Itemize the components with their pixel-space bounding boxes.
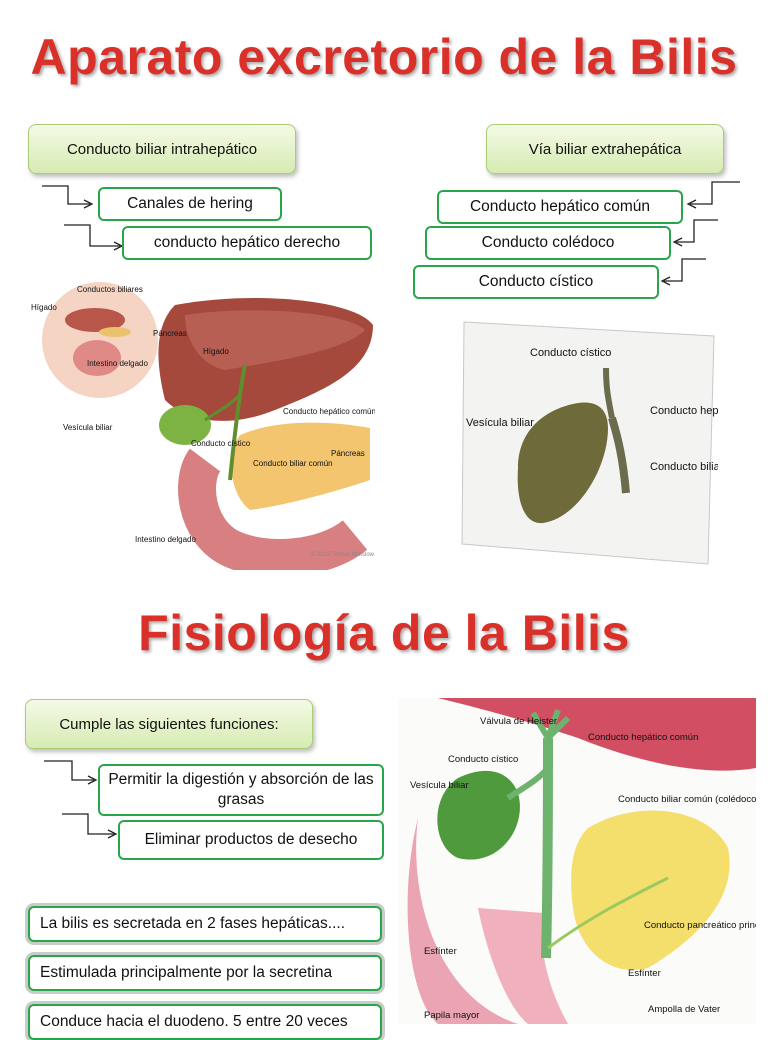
label-hepatico-comun-2: Conducto hepático común <box>650 405 718 417</box>
elbow-arrow-icon <box>660 258 706 286</box>
item-desecho: Eliminar productos de desecho <box>118 820 384 860</box>
label-vesicula-3: Vesícula biliar <box>410 780 469 791</box>
elbow-arrow-icon <box>62 813 118 839</box>
header-intrahepatico: Conducto biliar intrahepático <box>28 124 296 174</box>
label-biliar-comun-3: Conducto biliar común (colédoco) <box>618 794 756 805</box>
label-biliar-comun-2: Conducto biliar común <box>650 461 718 473</box>
label-higado: Hígado <box>203 347 229 356</box>
section-title-fisiologia: Fisiología de la Bilis <box>138 605 630 661</box>
label-ampolla: Ampolla de Vater <box>648 1004 720 1015</box>
elbow-arrow-icon <box>44 760 98 785</box>
label-cistico-2: Conducto cístico <box>530 347 611 359</box>
label-biliar-comun: Conducto biliar común <box>253 459 333 468</box>
fact-duodeno: Conduce hacia el duodeno. 5 entre 20 vec… <box>28 1004 382 1040</box>
label-esfinter-left: Esfínter <box>424 946 457 957</box>
liver-anatomy-figure: Conductos biliares Hígado Páncreas Intes… <box>25 280 375 570</box>
item-coledoco: Conducto colédoco <box>425 226 671 260</box>
label-valvula: Válvula de Heister <box>480 716 557 727</box>
elbow-arrow-icon <box>686 181 740 209</box>
label-vesicula-2: Vesícula biliar <box>466 417 534 429</box>
label-higado-small: Hígado <box>31 303 57 312</box>
item-digestion: Permitir la digestión y absorción de las… <box>98 764 384 816</box>
label-conductos-biliares: Conductos biliares <box>77 285 143 294</box>
gallbladder-figure: Conducto cístico Vesícula biliar Conduct… <box>461 321 718 565</box>
label-intestino: Intestino delgado <box>135 535 196 544</box>
section-title-aparato: Aparato excretorio de la Bilis <box>30 29 738 85</box>
label-copyright: © 2012 Terese Winslow <box>311 551 375 558</box>
label-vesicula: Vesícula biliar <box>63 423 113 432</box>
header-funciones: Cumple las siguientes funciones: <box>25 699 313 749</box>
label-pancreas: Páncreas <box>331 449 365 458</box>
item-hepatico-comun: Conducto hepático común <box>437 190 683 224</box>
item-canales-hering: Canales de hering <box>98 187 282 221</box>
elbow-arrow-icon <box>42 185 94 209</box>
label-esfinter-right: Esfínter <box>628 968 661 979</box>
label-pancreatico: Conducto pancreático principal (de Wirsu… <box>644 920 756 931</box>
item-hepatico-derecho: conducto hepático derecho <box>122 226 372 260</box>
label-hepatico-comun: Conducto hepático común <box>283 407 375 416</box>
item-cistico: Conducto cístico <box>413 265 659 299</box>
label-cistico-3: Conducto cístico <box>448 754 518 765</box>
label-cistico: Conducto cístico <box>191 439 251 448</box>
fact-secretina: Estimulada principalmente por la secreti… <box>28 955 382 991</box>
label-intestino-small: Intestino delgado <box>87 359 148 368</box>
label-hepatico-comun-3: Conducto hepático común <box>588 732 698 743</box>
fact-fases: La bilis es secretada en 2 fases hepátic… <box>28 906 382 942</box>
label-pancreas-small: Páncreas <box>153 329 187 338</box>
biliary-physiology-figure: Válvula de Heister Conducto hepático com… <box>398 698 756 1024</box>
elbow-arrow-icon <box>672 219 718 247</box>
header-extrahepatica: Vía biliar extrahepática <box>486 124 724 174</box>
label-papila: Papila mayor <box>424 1010 479 1021</box>
